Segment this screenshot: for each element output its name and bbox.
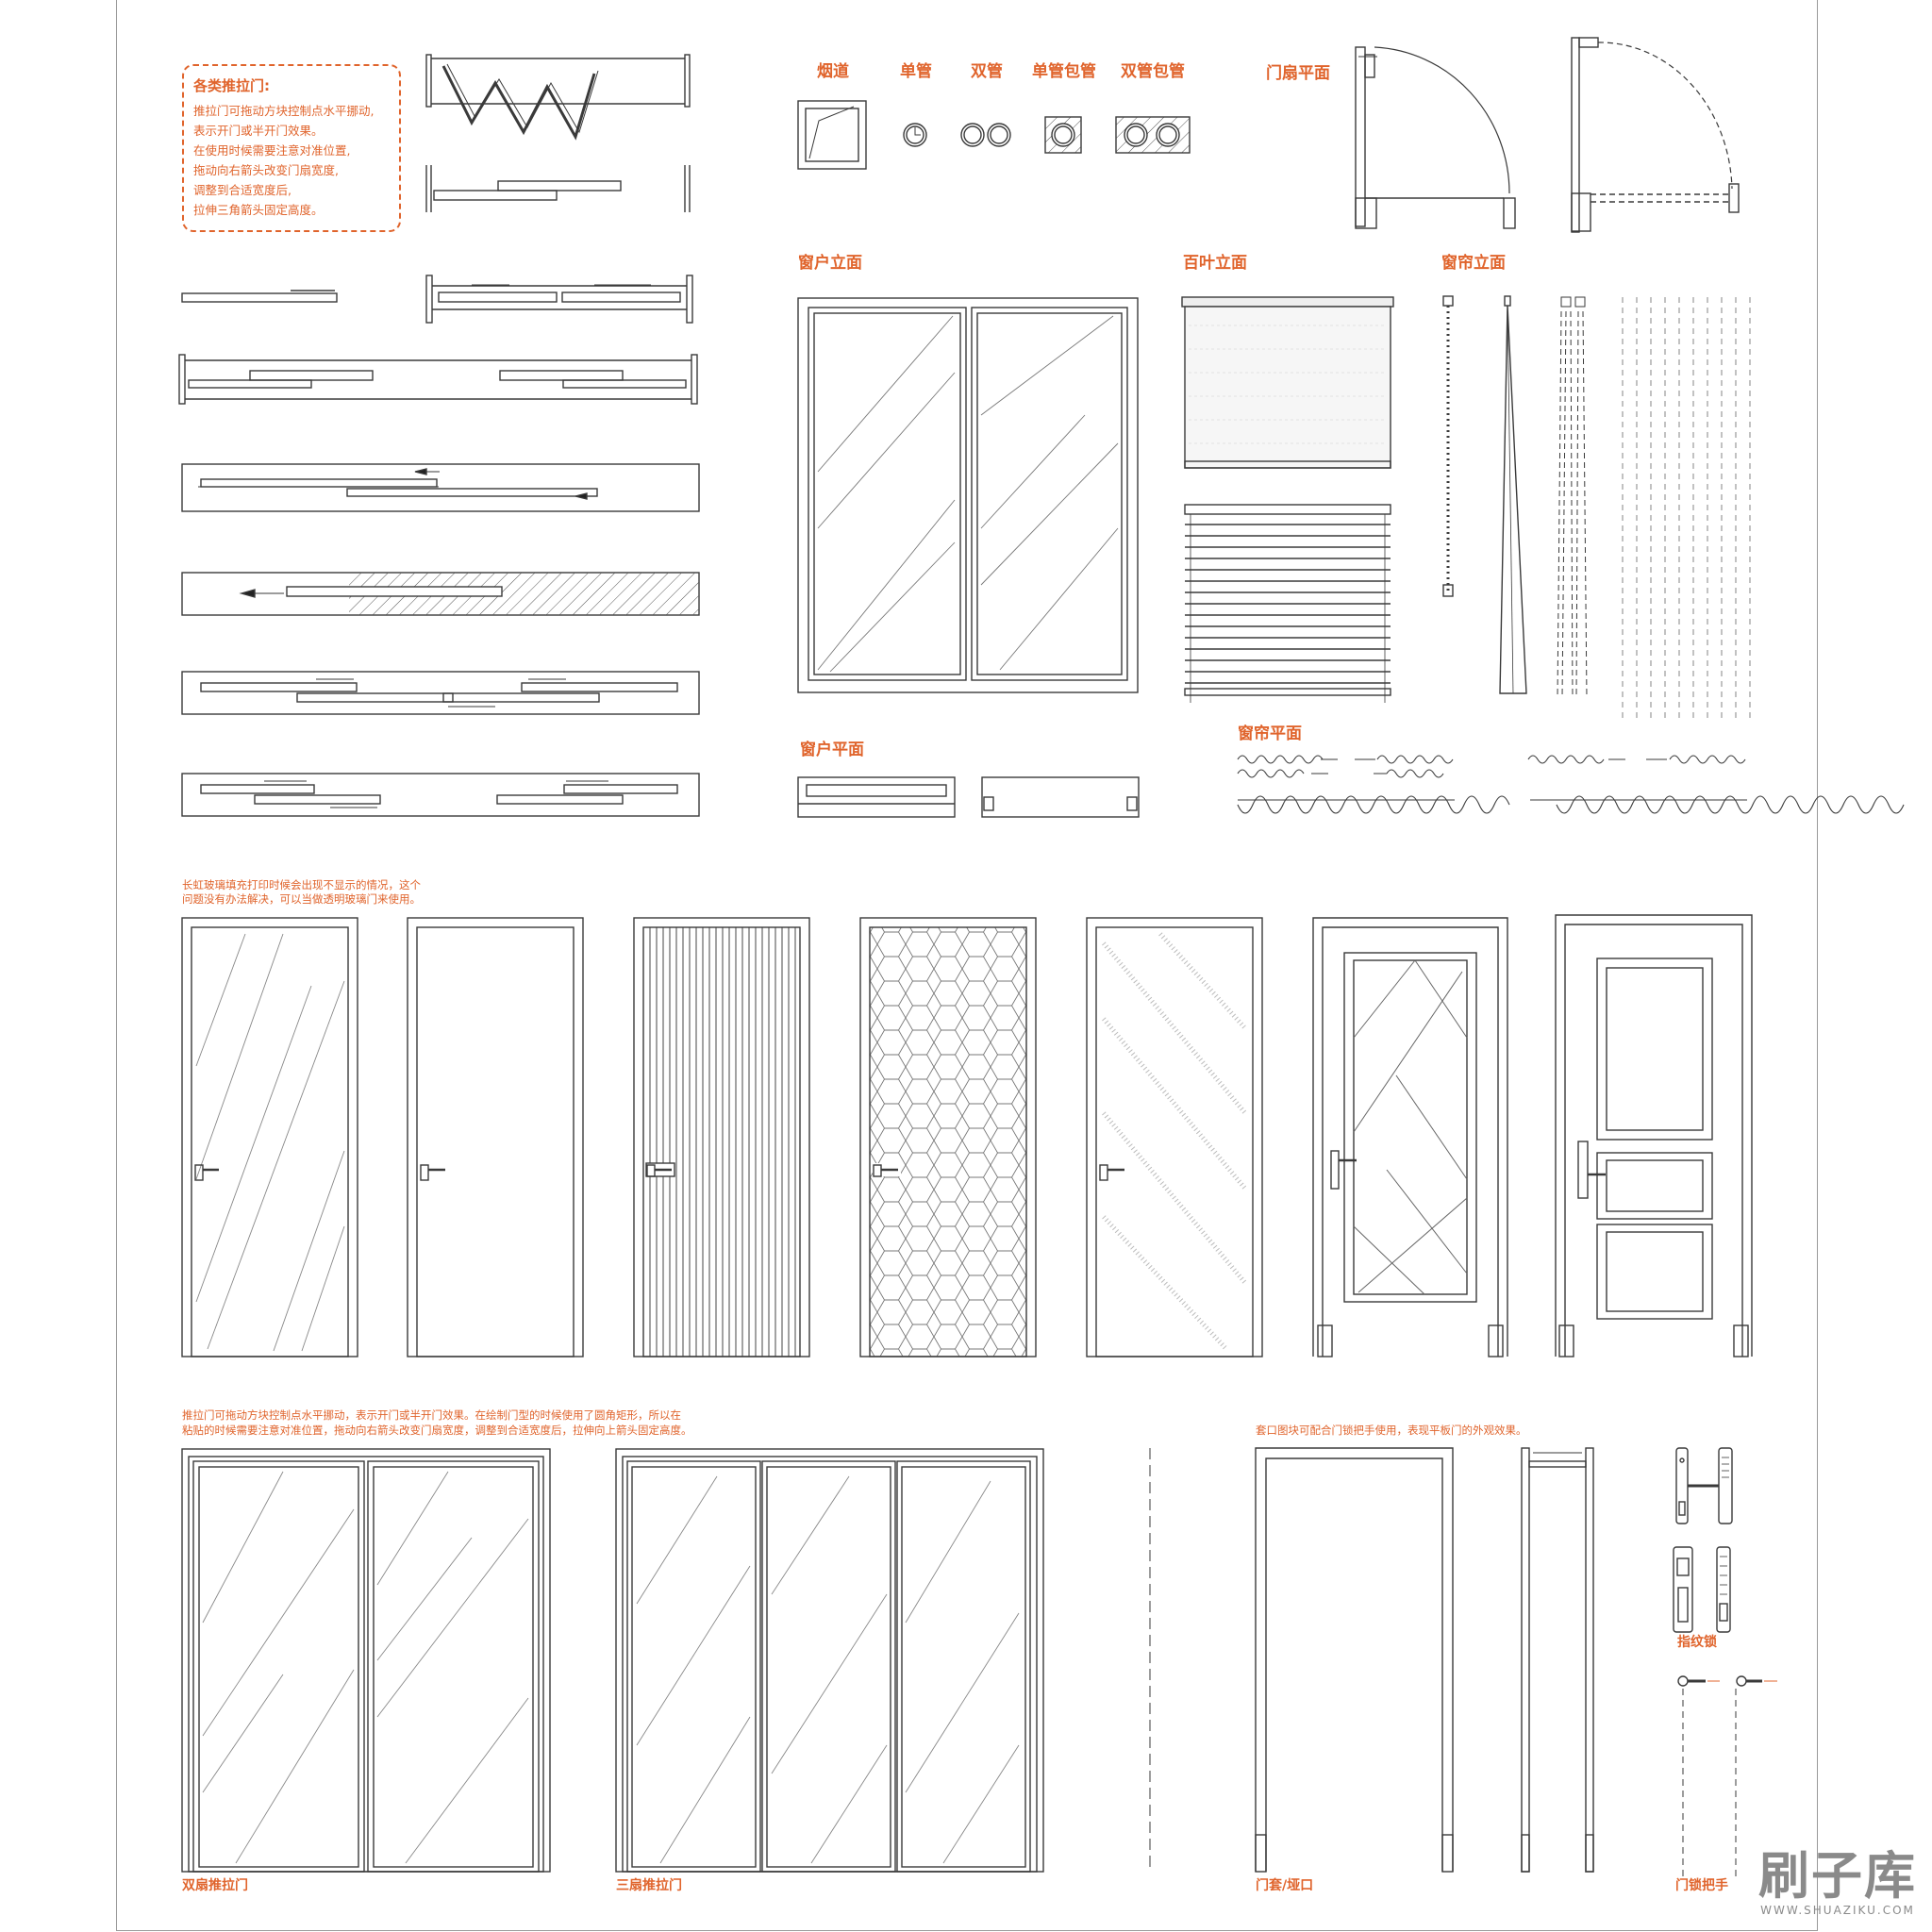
- door-leaf-plan-dashed: [1571, 37, 1740, 233]
- venetian-blind-elevation: [1184, 504, 1391, 703]
- glass-note-line-1: 长虹玻璃填充打印时候会出现不显示的情况，这个: [182, 878, 421, 891]
- label-window-elevation: 窗户立面: [798, 254, 862, 273]
- note-box-line-2: 表示开门或半开门效果。: [193, 124, 324, 138]
- door-frame-elevation: [1255, 1447, 1454, 1873]
- sliding-note-line-1: 推拉门可拖动方块控制点水平挪动，表示开门或半开门效果。在绘制门型的时候使用了圆角…: [182, 1408, 681, 1422]
- label-door-handle: 门锁把手: [1675, 1878, 1728, 1893]
- curtain-elevation-drape: [1499, 295, 1527, 694]
- curtain-plan: [1237, 755, 1905, 814]
- curtain-elevation-dashed: [1557, 296, 1588, 699]
- pocket-door-hatched: [181, 572, 700, 616]
- watermark-logo: 刷子库 WWW.SHUAZIKU.COM: [1753, 1846, 1923, 1918]
- drawing-sheet: [116, 0, 1818, 1931]
- window-plan: [797, 776, 1140, 818]
- label-fingerprint-lock: 指纹锁: [1677, 1635, 1717, 1650]
- door-elevation-plain: [407, 917, 584, 1357]
- door-leaf-plan-swing: [1355, 46, 1516, 229]
- double-sliding-door-elevation: [181, 1448, 551, 1873]
- sliding-door-note-box: 各类推拉门: 推拉门可拖动方块控制点水平挪动, 表示开门或半开门效果。 在使用时…: [182, 64, 401, 232]
- glass-note-line-2: 问题没有办法解决，可以当做透明玻璃门来使用。: [182, 892, 421, 906]
- label-double-pipe: 双管: [971, 62, 1003, 81]
- note-box-line-6: 拉伸三角箭头固定高度。: [193, 203, 324, 217]
- label-double-sliding-door: 双扇推拉门: [182, 1878, 248, 1893]
- note-box-title: 各类推拉门:: [193, 77, 270, 94]
- door-elevation-hexagon: [859, 917, 1037, 1357]
- double-pipe-wrap-symbol: [1115, 116, 1191, 154]
- four-panel-sliding-plan: [181, 671, 700, 715]
- triple-sliding-door-elevation: [615, 1448, 1044, 1873]
- bifold-door-plan: [425, 165, 691, 212]
- flue-symbol: [797, 100, 867, 170]
- door-handle-set: [1677, 1675, 1777, 1877]
- six-panel-sliding-plan: [181, 773, 700, 817]
- curtain-elevation-side: [1442, 295, 1454, 597]
- door-elevation-diamond-glass: [1312, 917, 1508, 1357]
- label-blind-elevation: 百叶立面: [1183, 254, 1247, 273]
- window-elevation: [797, 297, 1139, 693]
- sliding-note-line-2: 粘贴的时候需要注意对准位置，拖动向右箭头改变门扇宽度，调整到合适宽度后，拉伸向上…: [182, 1424, 692, 1437]
- curtain-elevation-sheer: [1622, 297, 1751, 719]
- sliding-plan-3: [181, 463, 700, 512]
- single-pipe-symbol: [903, 123, 927, 147]
- label-single-pipe: 单管: [900, 62, 932, 81]
- label-door-frame: 门套/垭口: [1256, 1878, 1314, 1893]
- label-curtain-elevation: 窗帘立面: [1441, 254, 1506, 273]
- single-pipe-wrap-symbol: [1044, 116, 1082, 154]
- label-triple-sliding-door: 三扇推拉门: [616, 1878, 682, 1893]
- door-elevation-three-panel: [1555, 914, 1753, 1357]
- roller-blind-elevation: [1181, 296, 1394, 469]
- frame-note: 套口图块可配合门锁把手使用，表现平板门的外观效果。: [1256, 1424, 1527, 1437]
- watermark-url: WWW.SHUAZIKU.COM: [1760, 1904, 1915, 1917]
- watermark-brand: 刷子库: [1758, 1846, 1917, 1906]
- label-curtain-plan: 窗帘平面: [1238, 724, 1302, 743]
- pocket-door-plan-small: [181, 290, 338, 303]
- note-box-line-1: 推拉门可拖动方块控制点水平挪动,: [193, 104, 375, 118]
- double-pipe-symbol: [960, 123, 1011, 147]
- label-door-leaf-plan: 门扇平面: [1266, 64, 1330, 83]
- label-window-plan: 窗户平面: [800, 741, 864, 759]
- note-box-line-3: 在使用时候需要注意对准位置,: [193, 143, 351, 158]
- note-box-line-4: 拖动向右箭头改变门扇宽度,: [193, 163, 339, 177]
- fingerprint-lock-set: [1673, 1447, 1733, 1633]
- note-box-line-5: 调整到合适宽度后,: [193, 183, 291, 197]
- door-elevation-frosted: [1086, 917, 1263, 1357]
- door-elevation-glass: [181, 917, 358, 1357]
- sliding-plan-2: [178, 354, 698, 405]
- label-single-pipe-wrap: 单管包管: [1032, 62, 1096, 81]
- folding-door-plan: [425, 54, 691, 141]
- door-frame-side: [1521, 1447, 1594, 1873]
- double-sliding-plan-1: [425, 275, 693, 324]
- label-double-pipe-wrap: 双管包管: [1121, 62, 1185, 81]
- label-flue: 烟道: [817, 62, 849, 81]
- door-elevation-fluted: [633, 917, 810, 1357]
